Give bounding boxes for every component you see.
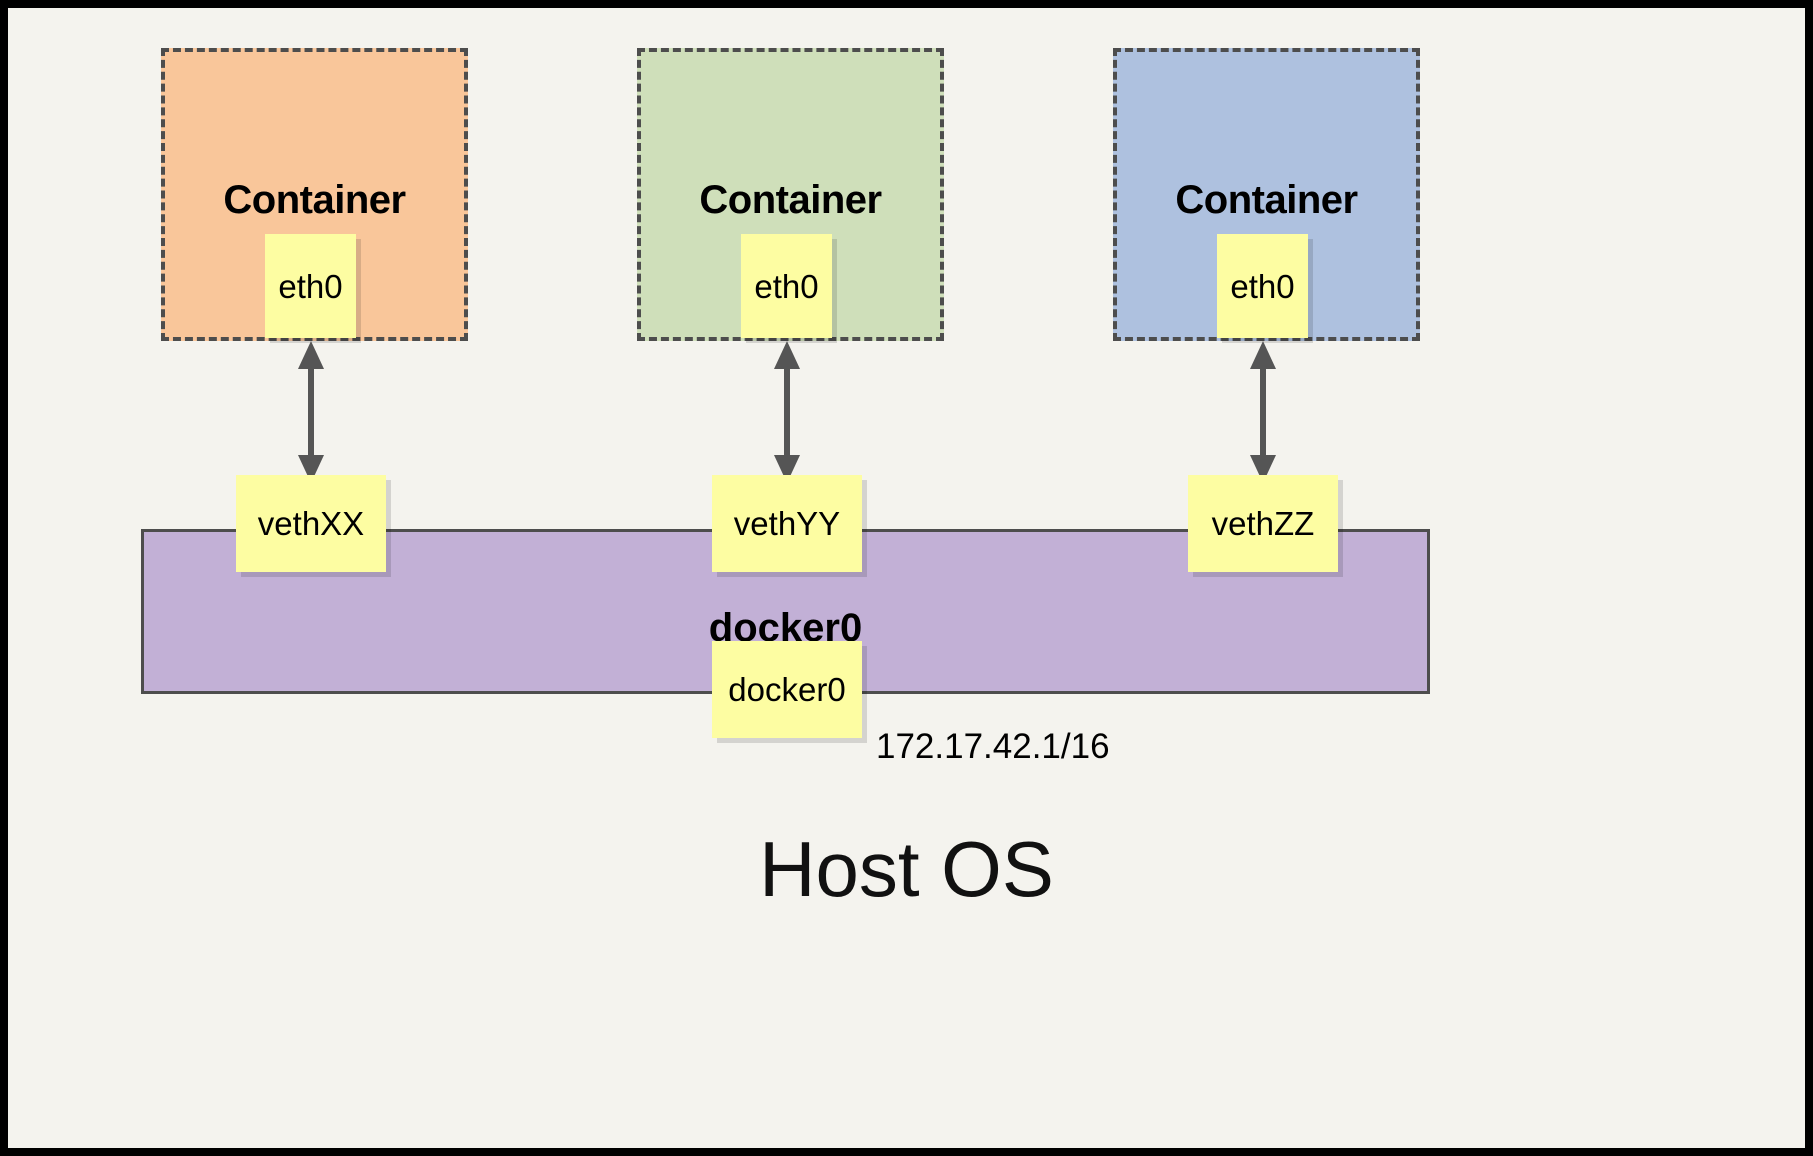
- eth0-box-3: eth0: [1217, 234, 1308, 338]
- veth-arrow-2: [774, 341, 800, 483]
- veth-box-1: vethXX: [236, 475, 386, 572]
- eth0-label-3: eth0: [1230, 267, 1295, 305]
- eth0-box-1: eth0: [265, 234, 356, 338]
- eth0-label-1: eth0: [278, 267, 343, 305]
- veth-arrow-1: [298, 341, 324, 483]
- veth-box-3: vethZZ: [1188, 475, 1338, 572]
- docker0-interface-label: docker0: [728, 671, 846, 708]
- docker0-ip-label: 172.17.42.1/16: [876, 727, 1110, 766]
- veth-label-2: vethYY: [733, 505, 841, 542]
- veth-box-2: vethYY: [712, 475, 862, 572]
- veth-label-3: vethZZ: [1211, 505, 1315, 542]
- eth0-box-2: eth0: [741, 234, 832, 338]
- container-title-1: Container: [223, 178, 406, 222]
- veth-label-1: vethXX: [257, 505, 365, 542]
- container-title-3: Container: [1175, 178, 1358, 222]
- host-os-surface: Container eth0 Container eth0 Container …: [8, 8, 1805, 1148]
- docker0-interface-box: docker0: [712, 641, 862, 738]
- eth0-label-2: eth0: [754, 267, 819, 305]
- host-os-label: Host OS: [759, 825, 1054, 913]
- container-title-2: Container: [699, 178, 882, 222]
- veth-arrow-3: [1250, 341, 1276, 483]
